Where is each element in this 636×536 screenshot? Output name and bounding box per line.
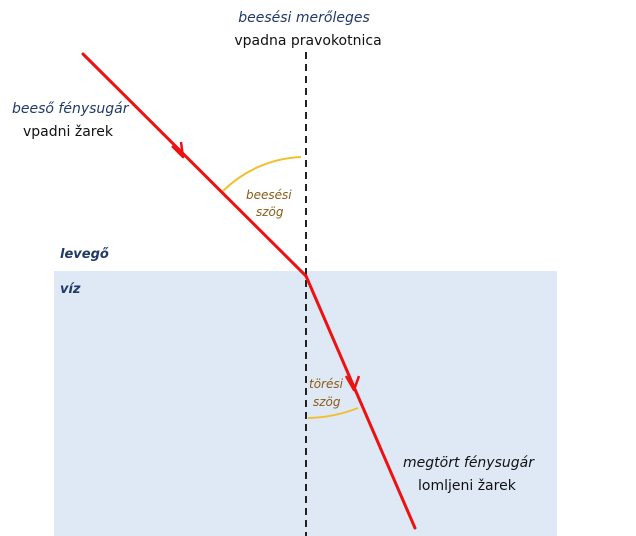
normal-label-croatian: vpadna pravokotnica <box>234 33 381 49</box>
refracted-ray-label-croatian: lomljeni žarek <box>418 478 517 494</box>
refracted-ray-label-hungarian: megtört fénysugár <box>403 455 535 471</box>
incidence-angle-label-line2: szög <box>256 205 284 219</box>
water-label: víz <box>60 282 81 297</box>
refraction-angle-arc <box>307 407 359 419</box>
incidence-angle-arc <box>222 156 302 192</box>
refraction-angle-label-line1: törési <box>309 377 344 391</box>
incident-ray-label-croatian: vpadni žarek <box>23 124 114 140</box>
incidence-angle-label-line1: beesési <box>246 188 292 202</box>
incident-ray <box>81 52 308 278</box>
incident-ray-label-hungarian: beeső fénysugár <box>12 101 130 117</box>
refraction-angle-label-line2: szög <box>313 395 341 409</box>
air-label: levegő <box>60 247 109 262</box>
refracted-ray <box>304 274 417 530</box>
refracted-ray-arrowhead <box>344 375 361 392</box>
normal-label-hungarian: beesési merőleges <box>238 10 370 26</box>
incident-ray-arrowhead <box>171 141 185 159</box>
